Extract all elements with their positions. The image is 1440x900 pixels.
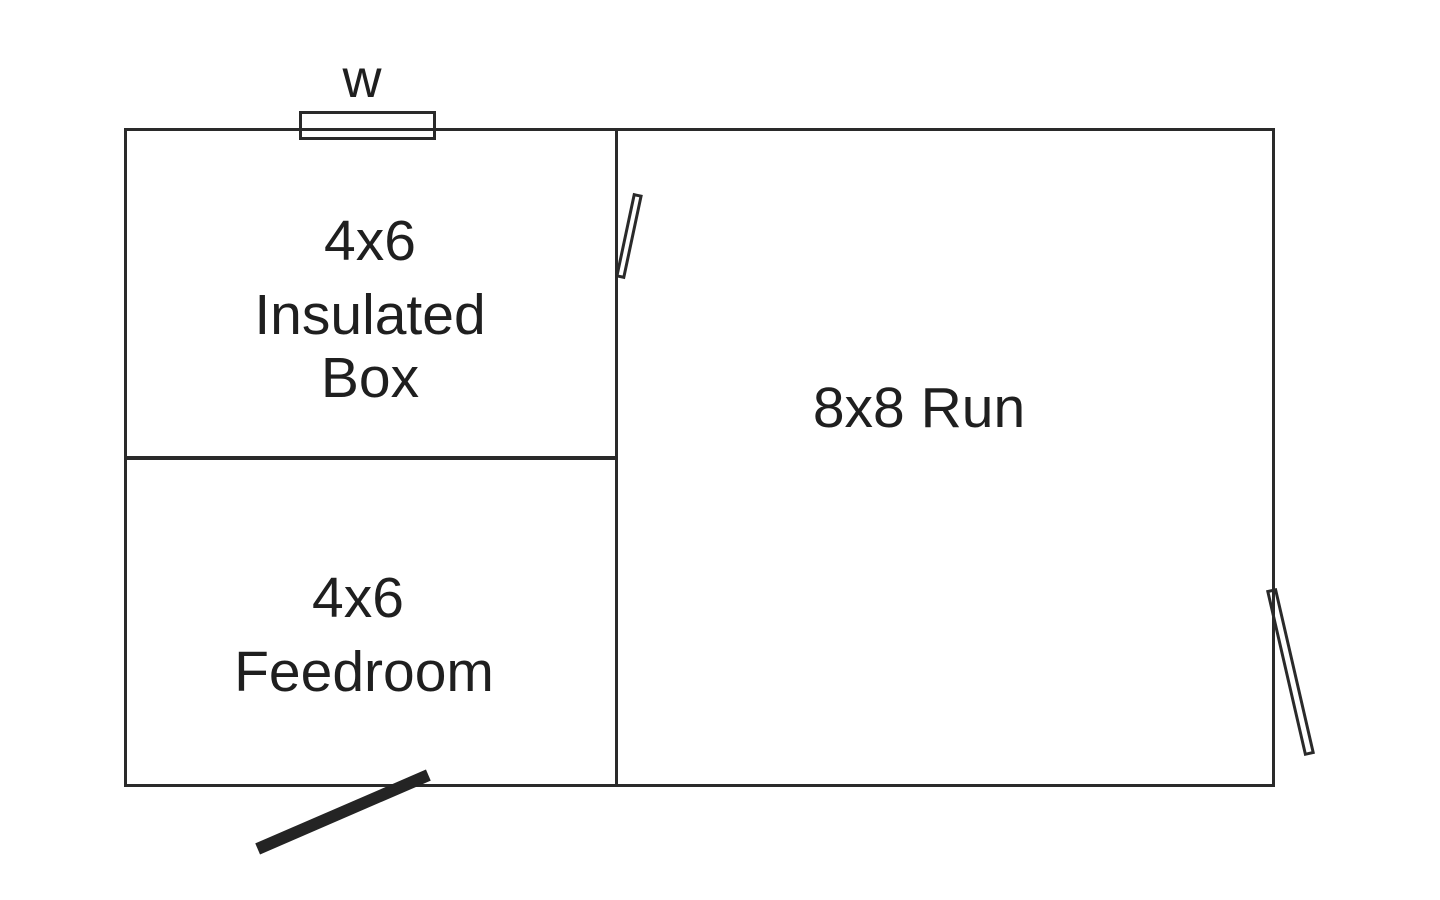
run-name-label: 8x8 Run [812,376,1026,440]
window-label: w [342,49,382,109]
insulated-box-name-line2: Box [320,346,420,410]
window-symbol [299,111,436,140]
insulated-box-size-label: 4x6 [324,209,416,273]
interior-wall-horizontal [124,456,618,460]
feedroom-name-label: Feedroom [234,640,494,704]
feedroom-size-label: 4x6 [312,566,404,630]
insulated-box-name-line1: Insulated [254,283,486,347]
